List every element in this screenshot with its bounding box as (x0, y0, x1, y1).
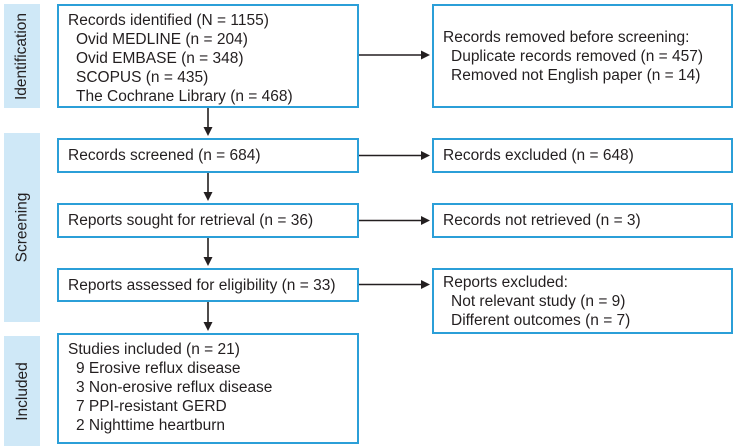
box-reports-assessed: Reports assessed for eligibility (n = 33… (57, 268, 359, 302)
box-title: Studies included (n = 21) (68, 341, 240, 358)
box-reports-sought: Reports sought for retrieval (n = 36) (57, 203, 359, 238)
box-title: Records screened (n = 684) (68, 147, 261, 164)
stage-bar-included: Included (4, 336, 40, 446)
box-title: Records removed before screening: (443, 28, 690, 46)
box-line: 3 Non-erosive reflux disease (76, 379, 273, 396)
box-records-excluded: Records excluded (n = 648) (432, 138, 733, 173)
box-studies-included: Studies included (n = 21) 9 Erosive refl… (57, 333, 359, 444)
box-line: The Cochrane Library (n = 468) (76, 88, 293, 105)
box-title: Records excluded (n = 648) (443, 147, 634, 164)
box-line: Ovid MEDLINE (n = 204) (76, 31, 248, 48)
box-reports-excluded: Reports excluded: Not relevant study (n … (432, 268, 733, 334)
box-line: Removed not English paper (n = 14) (451, 66, 701, 84)
stage-bar-screening: Screening (4, 133, 40, 322)
stage-label-screening: Screening (13, 192, 31, 263)
box-records-identified: Records identified (N = 1155) Ovid MEDLI… (57, 4, 359, 108)
box-title: Reports assessed for eligibility (n = 33… (68, 276, 336, 294)
stage-label-included: Included (13, 361, 31, 421)
box-line: Different outcomes (n = 7) (451, 311, 631, 329)
box-records-screened: Records screened (n = 684) (57, 138, 359, 173)
box-records-not-retrieved: Records not retrieved (n = 3) (432, 203, 733, 238)
stage-label-identification: Identification (13, 12, 31, 100)
box-records-removed: Records removed before screening: Duplic… (432, 4, 733, 108)
box-title: Records not retrieved (n = 3) (443, 212, 641, 229)
box-line: Duplicate records removed (n = 457) (451, 47, 703, 65)
box-line: 7 PPI-resistant GERD (76, 398, 227, 415)
box-line: Not relevant study (n = 9) (451, 292, 626, 310)
stage-bar-identification: Identification (4, 4, 40, 108)
box-line: Ovid EMBASE (n = 348) (76, 50, 244, 67)
box-title: Reports excluded: (443, 273, 568, 291)
box-title: Reports sought for retrieval (n = 36) (68, 212, 314, 229)
box-line: SCOPUS (n = 435) (76, 69, 209, 86)
box-line: 2 Nighttime heartburn (76, 417, 226, 434)
box-title: Records identified (N = 1155) (68, 12, 269, 29)
box-line: 9 Erosive reflux disease (76, 360, 241, 377)
